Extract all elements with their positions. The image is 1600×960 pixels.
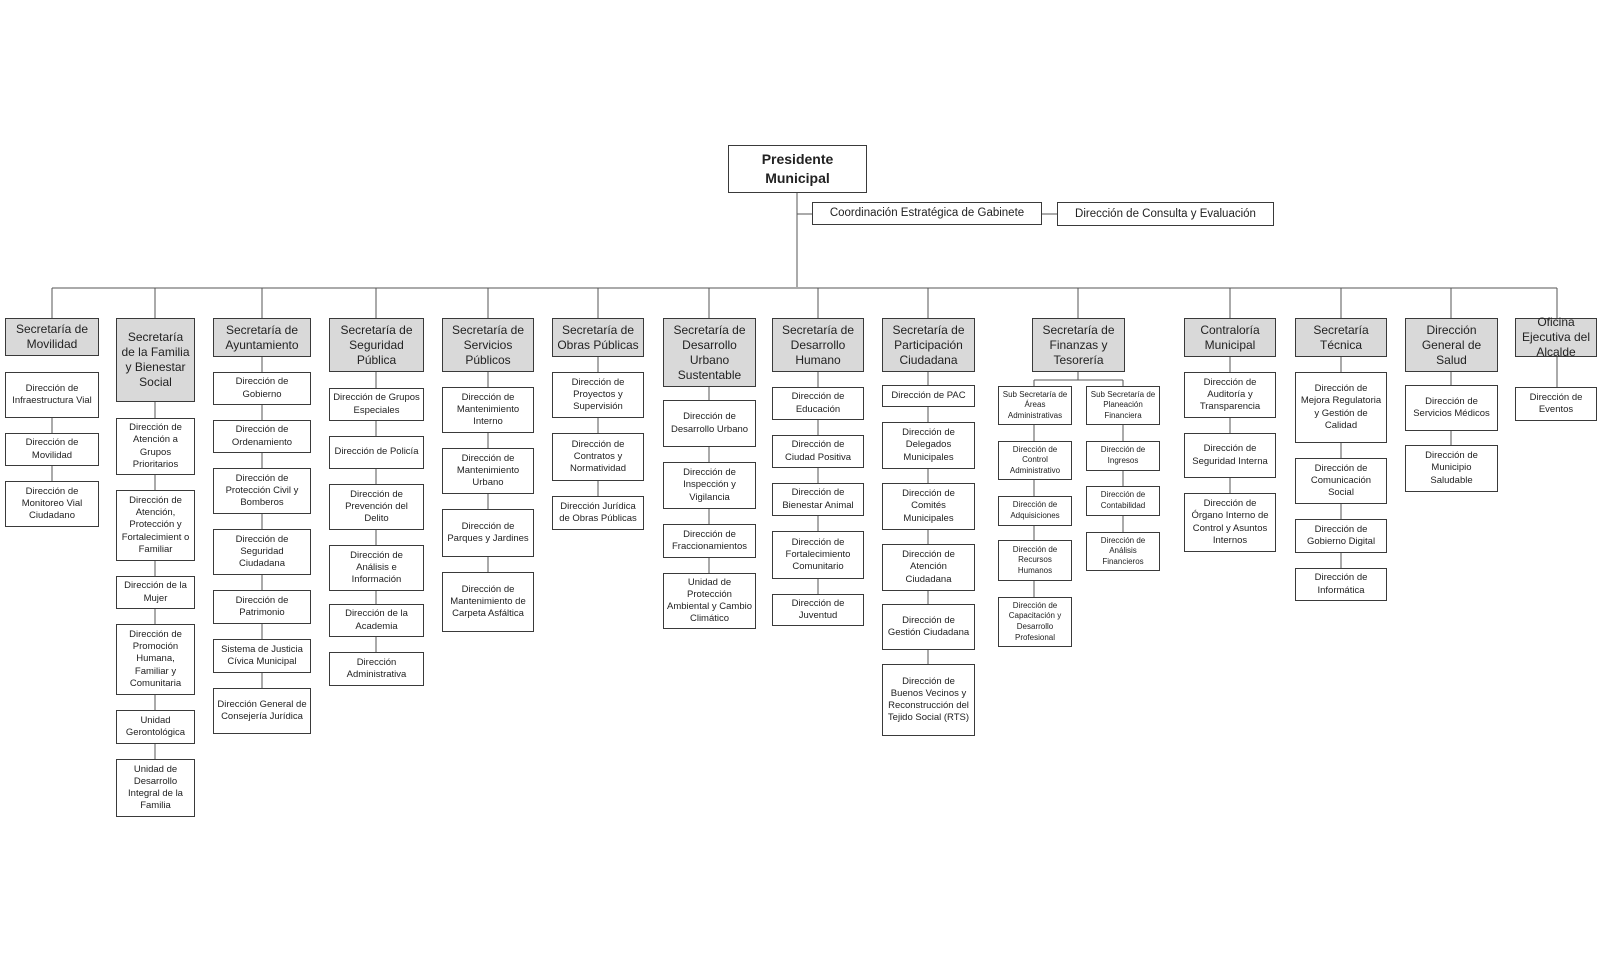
dept-desarrollo-urbano: Secretaría de Desarrollo Urbano Sustenta… <box>663 318 756 387</box>
dept-desarrollo-humano: Secretaría de Desarrollo Humano <box>772 318 864 372</box>
unit-box: Dirección de Gestión Ciudadana <box>882 604 975 650</box>
unit-box: Dirección de Mantenimiento de Carpeta As… <box>442 572 534 632</box>
unit-box: Unidad Gerontológica <box>116 710 195 744</box>
coordination-box: Coordinación Estratégica de Gabinete <box>812 202 1042 225</box>
unit-box: Dirección de Eventos <box>1515 387 1597 421</box>
dept-seguridad-publica: Secretaría de Seguridad Pública <box>329 318 424 372</box>
unit-box: Dirección Jurídica de Obras Públicas <box>552 496 644 530</box>
unit-box: Dirección de Órgano Interno de Control y… <box>1184 493 1276 552</box>
unit-box: Dirección de Análisis e Información <box>329 545 424 591</box>
unit-box: Dirección de Recursos Humanos <box>998 540 1072 581</box>
unit-box: Dirección de Promoción Humana, Familiar … <box>116 624 195 695</box>
unit-box: Dirección de Gobierno <box>213 372 311 405</box>
unit-box: Dirección de Movilidad <box>5 433 99 466</box>
unit-box: Dirección de Contratos y Normatividad <box>552 433 644 481</box>
unit-box: Dirección General de Consejería Jurídica <box>213 688 311 734</box>
unit-box: Dirección de Parques y Jardines <box>442 509 534 557</box>
unit-box: Dirección de Mantenimiento Interno <box>442 387 534 433</box>
unit-box: Dirección de Mejora Regulatoria y Gestió… <box>1295 372 1387 443</box>
unit-box: Dirección de Comunicación Social <box>1295 458 1387 504</box>
dept-ayuntamiento: Secretaría de Ayuntamiento <box>213 318 311 357</box>
unit-box: Dirección de Policía <box>329 436 424 469</box>
unit-box: Dirección de Fortalecimiento Comunitario <box>772 531 864 579</box>
unit-box: Dirección de Buenos Vecinos y Reconstruc… <box>882 664 975 736</box>
unit-box: Dirección de Delegados Municipales <box>882 422 975 469</box>
unit-box: Dirección de Atención a Grupos Prioritar… <box>116 418 195 475</box>
dept-familia: Secretaría de la Familia y Bienestar Soc… <box>116 318 195 402</box>
dept-obras-publicas: Secretaría de Obras Públicas <box>552 318 644 357</box>
unit-box: Dirección de Monitoreo Vial Ciudadano <box>5 481 99 527</box>
unit-box: Dirección de PAC <box>882 385 975 407</box>
dept-movilidad: Secretaría de Movilidad <box>5 318 99 356</box>
unit-box: Dirección de Educación <box>772 387 864 420</box>
unit-box: Dirección de la Academia <box>329 604 424 637</box>
dept-contraloria: Contraloría Municipal <box>1184 318 1276 357</box>
unit-box: Dirección de Bienestar Animal <box>772 483 864 516</box>
unit-box: Dirección de Seguridad Ciudadana <box>213 529 311 575</box>
unit-box: Dirección de Municipio Saludable <box>1405 445 1498 492</box>
unit-box: Dirección de Proyectos y Supervisión <box>552 372 644 418</box>
unit-box: Dirección de Prevención del Delito <box>329 484 424 530</box>
unit-box: Dirección de Capacitación y Desarrollo P… <box>998 597 1072 647</box>
unit-box: Dirección de Protección Civil y Bomberos <box>213 468 311 514</box>
dept-servicios-publicos: Secretaría de Servicios Públicos <box>442 318 534 372</box>
unit-box: Dirección de la Mujer <box>116 576 195 609</box>
unit-box: Dirección de Ingresos <box>1086 441 1160 471</box>
unit-box: Dirección de Gobierno Digital <box>1295 519 1387 553</box>
unit-box: Dirección de Grupos Especiales <box>329 388 424 421</box>
unit-box: Dirección de Servicios Médicos <box>1405 385 1498 431</box>
unit-box: Dirección Administrativa <box>329 652 424 686</box>
unit-box: Dirección de Informática <box>1295 568 1387 601</box>
unit-box: Dirección de Juventud <box>772 594 864 626</box>
unit-box: Dirección de Comités Municipales <box>882 483 975 530</box>
subsecretaria-planeacion-financiera: Sub Secretaría de Planeación Financiera <box>1086 386 1160 425</box>
consultation-box: Dirección de Consulta y Evaluación <box>1057 202 1274 226</box>
unit-box: Dirección de Infraestructura Vial <box>5 372 99 418</box>
unit-box: Dirección de Atención, Protección y Fort… <box>116 490 195 561</box>
unit-box: Dirección de Ciudad Positiva <box>772 435 864 468</box>
president-box: Presidente Municipal <box>728 145 867 193</box>
unit-box: Dirección de Ordenamiento <box>213 420 311 453</box>
subsecretaria-areas-administrativas: Sub Secretaría de Áreas Administrativas <box>998 386 1072 425</box>
dept-tecnica: Secretaría Técnica <box>1295 318 1387 357</box>
dept-salud: Dirección General de Salud <box>1405 318 1498 372</box>
unit-box: Dirección de Patrimonio <box>213 590 311 624</box>
unit-box: Dirección de Fraccionamientos <box>663 524 756 558</box>
dept-oficina-ejecutiva: Oficina Ejecutiva del Alcalde <box>1515 315 1597 359</box>
unit-box: Unidad de Protección Ambiental y Cambio … <box>663 573 756 629</box>
dept-participacion-ciudadana: Secretaría de Participación Ciudadana <box>882 318 975 372</box>
unit-box: Dirección de Mantenimiento Urbano <box>442 448 534 494</box>
unit-box: Dirección de Desarrollo Urbano <box>663 400 756 447</box>
unit-box: Dirección de Adquisiciones <box>998 496 1072 526</box>
unit-box: Dirección de Contabilidad <box>1086 486 1160 516</box>
unit-box: Dirección de Inspección y Vigilancia <box>663 462 756 509</box>
unit-box: Dirección de Control Administrativo <box>998 441 1072 480</box>
unit-box: Dirección de Análisis Financieros <box>1086 532 1160 571</box>
dept-finanzas-tesoreria: Secretaría de Finanzas y Tesorería <box>1032 318 1125 372</box>
unit-box: Sistema de Justicia Cívica Municipal <box>213 639 311 673</box>
unit-box: Dirección de Auditoría y Transparencia <box>1184 372 1276 418</box>
unit-box: Dirección de Seguridad Interna <box>1184 433 1276 478</box>
unit-box: Unidad de Desarrollo Integral de la Fami… <box>116 759 195 817</box>
unit-box: Dirección de Atención Ciudadana <box>882 544 975 591</box>
